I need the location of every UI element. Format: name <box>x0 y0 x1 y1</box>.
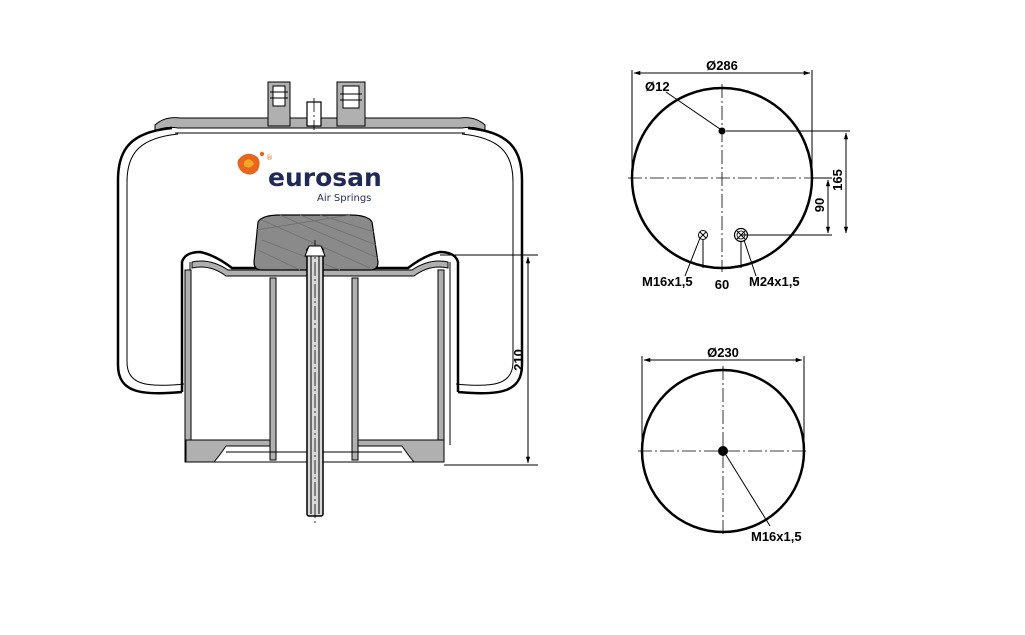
thread-left-label: M16x1,5 <box>642 274 693 289</box>
air-spring-side-view: ® eurosan Air Springs 210 <box>116 81 538 525</box>
logo-symbol <box>237 151 265 175</box>
brand-name: eurosan <box>268 163 382 192</box>
spacing-label: 60 <box>715 277 729 292</box>
offset-165-label: 165 <box>830 169 845 191</box>
piston-tube-right <box>351 277 359 461</box>
height-label: 210 <box>511 349 526 371</box>
bottom-bolt-hole <box>718 446 728 456</box>
bottom-thread-label: M16x1,5 <box>751 529 802 544</box>
bellow-outer <box>116 126 524 395</box>
piston-wall-left <box>184 269 192 463</box>
hole-12-dot <box>718 127 726 135</box>
top-stud-right <box>336 81 366 127</box>
hole-diameter-label: Ø12 <box>645 79 670 94</box>
thread-right-label: M24x1,5 <box>749 274 800 289</box>
bottom-diameter-label: Ø230 <box>707 345 739 360</box>
piston-bottom <box>185 439 271 463</box>
top-stud-center <box>306 98 322 130</box>
bellow-inner <box>126 133 514 386</box>
brand-tagline: Air Springs <box>317 193 371 204</box>
piston-top-plate <box>191 260 449 277</box>
height-dimension: 210 <box>440 254 538 466</box>
offset-90-label: 90 <box>812 198 827 212</box>
bump-stop <box>253 214 379 271</box>
eurosan-logo: ® eurosan Air Springs <box>237 151 382 204</box>
thread-hole-left <box>698 230 708 240</box>
top-diameter-label: Ø286 <box>706 58 738 73</box>
bottom-piston-view: Ø230 M16x1,5 <box>638 345 808 544</box>
registered-mark: ® <box>266 154 273 162</box>
top-plate-view: Ø286 Ø12 M16x1,5 M24x1,5 60 90 <box>628 58 850 292</box>
piston-tube-left <box>269 277 277 461</box>
top-stud-left <box>267 81 291 127</box>
piston-wall-right <box>437 269 445 463</box>
